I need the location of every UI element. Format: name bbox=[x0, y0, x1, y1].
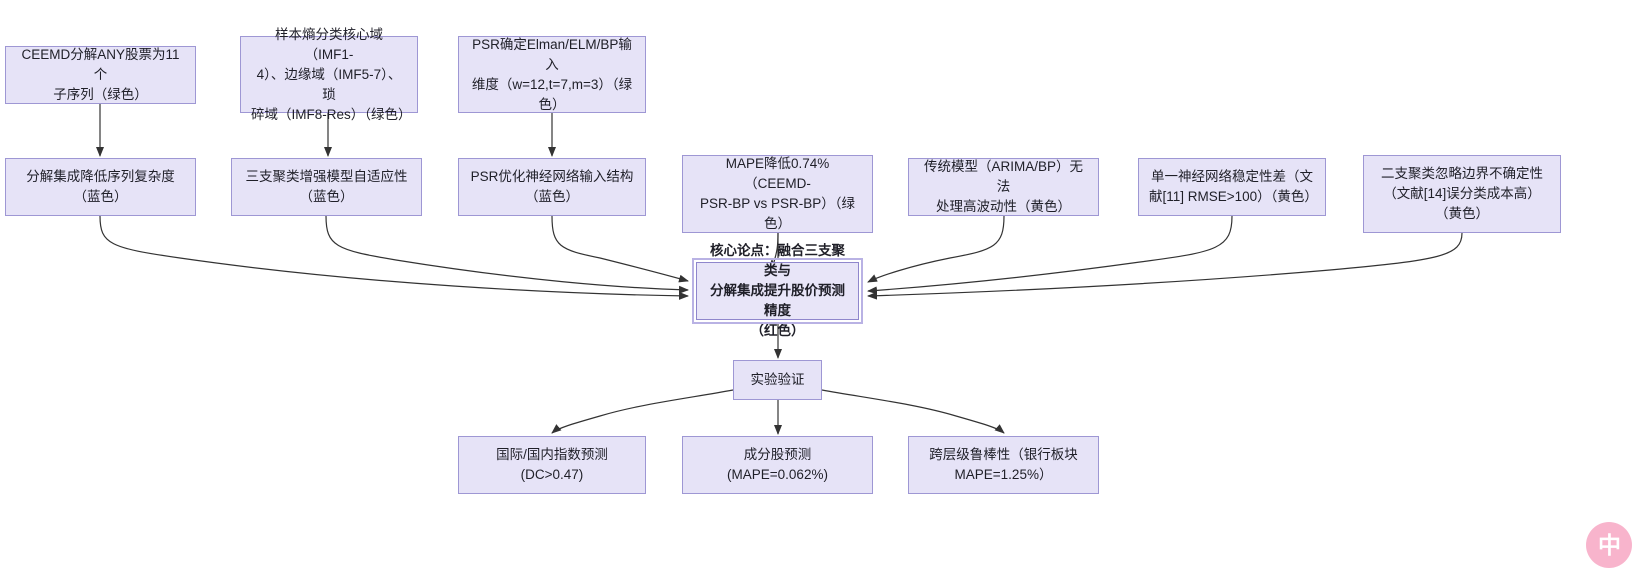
node-n12[interactable]: 国际/国内指数预测 (DC>0.47) bbox=[458, 436, 646, 494]
node-label: 跨层级鲁棒性（银行板块 MAPE=1.25%） bbox=[929, 447, 1078, 482]
node-label: 单一神经网络稳定性差（文 献[11] RMSE>100）（黄色） bbox=[1149, 169, 1318, 204]
node-label: 实验验证 bbox=[750, 372, 805, 387]
node-label: 三支聚类增强模型自适应性 （蓝色） bbox=[245, 169, 408, 204]
node-n6[interactable]: PSR优化神经网络输入结构 （蓝色） bbox=[458, 158, 646, 216]
edge-n8-core bbox=[867, 215, 1005, 283]
node-n2[interactable]: 样本熵分类核心域（IMF1- 4）、边缘域（IMF5-7）、琐 碎域（IMF8-… bbox=[240, 27, 418, 122]
node-label: PSR确定Elman/ELM/BP输入 维度（w=12,t=7,m=3）（绿 色… bbox=[471, 36, 633, 112]
edge-n9-core bbox=[867, 215, 1233, 295]
node-n13[interactable]: 成分股预测 (MAPE=0.062%) bbox=[682, 436, 873, 494]
edge-n5-core bbox=[325, 215, 689, 294]
watermark-badge: 中 bbox=[1586, 522, 1632, 568]
node-label: 国际/国内指数预测 (DC>0.47) bbox=[496, 447, 608, 482]
node-core[interactable]: 核心论点：融合三支聚类与 分解集成提升股价预测精度 （红色） bbox=[692, 243, 863, 338]
edge-n4-core bbox=[99, 215, 689, 300]
edge-n6-core bbox=[551, 215, 689, 283]
edge-n11-n12 bbox=[551, 389, 734, 434]
node-label: 传统模型（ARIMA/BP）无法 处理高波动性（黄色） bbox=[923, 159, 1083, 214]
node-label: 核心论点：融合三支聚类与 分解集成提升股价预测精度 （红色） bbox=[710, 243, 845, 338]
node-n4[interactable]: 分解集成降低序列复杂度 （蓝色） bbox=[5, 158, 196, 216]
node-label: 成分股预测 (MAPE=0.062%) bbox=[727, 447, 828, 482]
node-n1[interactable]: CEEMD分解ANY股票为11个 子序列（绿色） bbox=[5, 46, 196, 104]
node-label: 分解集成降低序列复杂度 （蓝色） bbox=[26, 169, 175, 204]
node-label: PSR优化神经网络输入结构 （蓝色） bbox=[470, 169, 634, 204]
node-label: 样本熵分类核心域（IMF1- 4）、边缘域（IMF5-7）、琐 碎域（IMF8-… bbox=[251, 26, 412, 122]
node-n8[interactable]: 传统模型（ARIMA/BP）无法 处理高波动性（黄色） bbox=[908, 158, 1099, 216]
node-n14[interactable]: 跨层级鲁棒性（银行板块 MAPE=1.25%） bbox=[908, 436, 1099, 494]
node-n11[interactable]: 实验验证 bbox=[733, 360, 822, 400]
node-n7[interactable]: MAPE降低0.74%（CEEMD- PSR-BP vs PSR-BP）（绿 色… bbox=[682, 155, 873, 233]
edge-n11-n14 bbox=[821, 389, 1005, 434]
node-n10[interactable]: 二支聚类忽略边界不确定性 （文献[14]误分类成本高） （黄色） bbox=[1363, 155, 1561, 233]
node-n9[interactable]: 单一神经网络稳定性差（文 献[11] RMSE>100）（黄色） bbox=[1138, 158, 1326, 216]
node-label: 二支聚类忽略边界不确定性 （文献[14]误分类成本高） （黄色） bbox=[1381, 166, 1543, 221]
node-label: MAPE降低0.74%（CEEMD- PSR-BP vs PSR-BP）（绿 色… bbox=[699, 156, 856, 231]
edge-n10-core bbox=[867, 232, 1463, 300]
node-n3[interactable]: PSR确定Elman/ELM/BP输入 维度（w=12,t=7,m=3）（绿 色… bbox=[458, 36, 646, 113]
node-n5[interactable]: 三支聚类增强模型自适应性 （蓝色） bbox=[231, 158, 422, 216]
node-label: CEEMD分解ANY股票为11个 子序列（绿色） bbox=[21, 47, 180, 102]
